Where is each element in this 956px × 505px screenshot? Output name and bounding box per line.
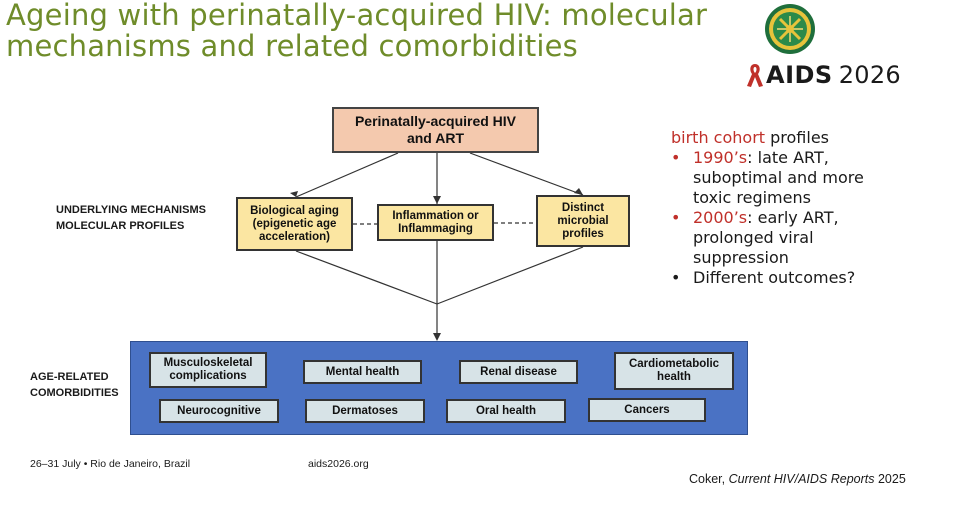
mechanism-3-line-3: profiles [562, 227, 604, 240]
mechanisms-label-line-1: UNDERLYING MECHANISMS [56, 204, 206, 216]
comorbidity-8-label: Cancers [624, 403, 670, 416]
comorbidity-dermatoses: Dermatoses [305, 399, 425, 423]
root-line-2: and ART [406, 130, 465, 146]
arrowhead-inflammation [433, 196, 441, 204]
comorbidity-2-label: Mental health [325, 365, 400, 378]
comorbidities-label-line-1: AGE-RELATED [30, 371, 109, 383]
mechanism-1-line-1: Biological aging [250, 204, 339, 217]
aids-wordmark: AIDS [766, 61, 833, 89]
bullet-different-outcomes: • Different outcomes? [671, 268, 911, 288]
title-line-1: Ageing with perinatally-acquired HIV: mo… [6, 0, 708, 32]
comorbidity-musculoskeletal: Musculoskeletal complications [149, 352, 267, 388]
comorbidity-renal-disease: Renal disease [459, 360, 578, 384]
root-node-hiv-art: Perinatally-acquired HIV and ART [332, 107, 539, 153]
bullet-1-line-2: suboptimal and more [693, 168, 864, 187]
connector-root-to-microbial [469, 152, 584, 196]
bullet-1-red: 1990’s [693, 148, 748, 167]
mechanisms-label-line-2: MOLECULAR PROFILES [56, 220, 185, 232]
footer-dates-location: 26–31 July • Rio de Janeiro, Brazil [30, 458, 191, 470]
bullet-1-rest: : late ART, [747, 148, 829, 167]
comorbidity-mental-health: Mental health [303, 360, 422, 384]
bullet-2-line-2: prolonged viral [693, 228, 814, 247]
bullet-1-line-3: toxic regimens [693, 188, 811, 207]
mechanism-2-line-2: Inflammaging [398, 222, 473, 235]
birth-cohort-panel: birth cohort profiles • 1990’s: late ART… [671, 128, 911, 288]
aids-2026-logo: AIDS 2026 [746, 60, 901, 90]
birth-cohort-heading: birth cohort profiles [671, 128, 911, 148]
bullet-dot: • [671, 148, 681, 167]
comorbidity-7-label: Oral health [475, 404, 537, 417]
citation: Coker, Current HIV/AIDS Reports 2025 [689, 472, 906, 486]
connector-root-to-aging [295, 152, 399, 198]
comorbidity-1-line-2: complications [169, 370, 247, 382]
bullet-2000s: • 2000’s: early ART, prolonged viral sup… [671, 208, 911, 268]
slide-title: Ageing with perinatally-acquired HIV: mo… [6, 0, 756, 62]
red-ribbon-icon [747, 64, 763, 87]
bullet-dot: • [671, 208, 681, 227]
mechanism-3-line-2: microbial [557, 214, 609, 227]
comorbidity-4-line-1: Cardiometabolic [628, 358, 720, 370]
comorbidity-neurocognitive: Neurocognitive [159, 399, 279, 423]
citation-journal: Current HIV/AIDS Reports [728, 472, 875, 486]
comorbidity-6-label: Dermatoses [332, 404, 398, 417]
footer-website: aids2026.org [308, 458, 369, 470]
comorbidity-5-label: Neurocognitive [177, 404, 261, 417]
comorbidity-3-label: Renal disease [480, 365, 557, 378]
comorbidities-label: AGE-RELATED COMORBIDITIES [30, 369, 119, 401]
mechanism-2-line-1: Inflammation or [392, 209, 479, 222]
comorbidity-1-line-1: Musculoskeletal [163, 357, 253, 369]
mechanism-1-line-3: acceleration) [259, 230, 330, 243]
arrowhead-down [433, 333, 441, 341]
bullet-3-text: Different outcomes? [693, 268, 856, 287]
bullet-2-line-3: suppression [693, 248, 789, 267]
connector-microbial-to-outcome [436, 246, 584, 305]
conference-emblem-icon [765, 4, 815, 54]
arrowhead-aging [290, 191, 298, 197]
comorbidity-4-line-2: health [657, 371, 691, 383]
comorbidity-cancers: Cancers [588, 398, 706, 422]
comorbidities-label-line-2: COMORBIDITIES [30, 387, 119, 399]
bullet-2-red: 2000’s [693, 208, 748, 227]
aids-year: 2026 [838, 61, 901, 89]
arrowhead-microbial [574, 188, 583, 195]
comorbidity-cardiometabolic: Cardiometabolic health [614, 352, 734, 390]
mechanism-3-line-1: Distinct [561, 201, 605, 214]
mechanism-biological-aging: Biological aging (epigenetic age acceler… [236, 197, 353, 251]
root-line-1: Perinatally-acquired HIV [354, 113, 517, 129]
mechanism-1-line-2: (epigenetic age [252, 217, 337, 230]
bullet-dot: • [671, 268, 681, 287]
title-line-2: mechanisms and related comorbidities [6, 29, 578, 63]
comorbidity-oral-health: Oral health [446, 399, 566, 423]
mechanism-microbial-profiles: Distinct microbial profiles [536, 195, 630, 247]
bullet-1990s: • 1990’s: late ART, suboptimal and more … [671, 148, 911, 208]
heading-rest: profiles [765, 128, 830, 147]
citation-year: 2025 [874, 472, 906, 486]
bullet-2-rest: : early ART, [747, 208, 839, 227]
heading-red: birth cohort [671, 128, 766, 147]
mechanisms-label: UNDERLYING MECHANISMS MOLECULAR PROFILES [56, 202, 206, 234]
citation-author: Coker, [689, 472, 729, 486]
mechanism-inflammation: Inflammation or Inflammaging [377, 204, 494, 241]
connector-aging-to-outcome [295, 250, 438, 305]
